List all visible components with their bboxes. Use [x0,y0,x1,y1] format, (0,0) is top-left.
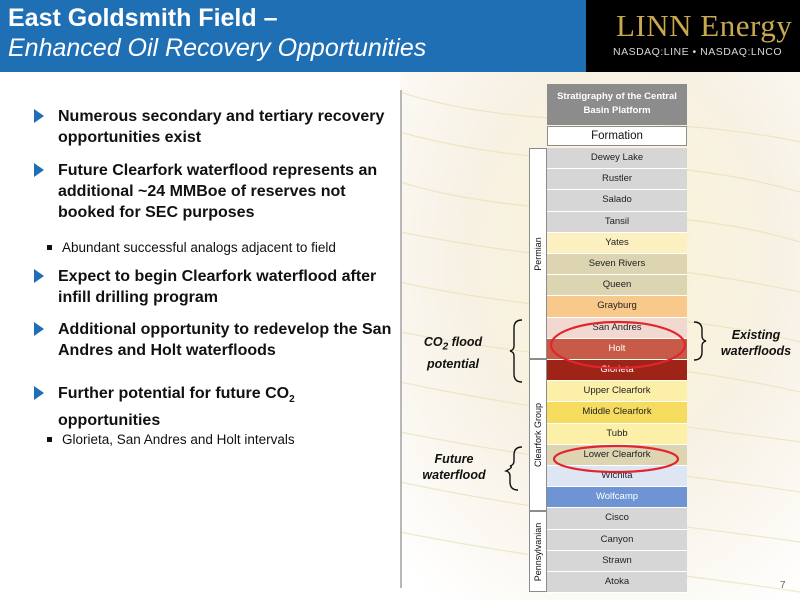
formation-name: Cisco [605,512,629,524]
formation-name: Salado [602,194,632,206]
bullet-arrow-icon [34,322,44,336]
co2-flood-label: CO2 flood potential [410,334,496,372]
bullet-text: Additional opportunity to redevelop the … [58,321,392,359]
bullet-arrow-icon [34,386,44,400]
co2-subscript: 2 [289,394,295,406]
vertical-divider [400,90,402,588]
bullet-text: Numerous secondary and tertiary recovery… [58,108,385,146]
sub-bullet-text: Abundant successful analogs adjacent to … [62,240,336,255]
future-text: Future [434,452,474,466]
formation-name: Lower Clearfork [583,448,651,460]
existing-text: Existing [731,328,781,342]
slide-title-line1: East Goldsmith Field – [8,4,278,32]
formation-name: Strawn [602,554,632,566]
formation-name: Queen [602,279,632,291]
bullet-text: Future Clearfork waterflood represents a… [58,162,378,221]
formation-name: Dewey Lake [590,152,644,163]
bullet-arrow-icon [34,163,44,177]
formation-layer: Canyon [547,529,687,551]
formation-layer: Strawn [547,550,687,572]
potential-text: potential [426,356,480,371]
formation-layer: Upper Clearfork [547,381,687,403]
formation-name: Grayburg [597,300,637,312]
title-bar: East Goldsmith Field – Enhanced Oil Reco… [0,0,800,72]
existing-highlight-ellipse [549,320,687,370]
formation-layer: Holt [547,338,687,360]
slide-title-line2: Enhanced Oil Recovery Opportunities [8,34,427,62]
formation-header: Formation [547,126,687,146]
formation-layer: Middle Clearfork [547,402,687,424]
formation-name: Seven Rivers [588,258,646,269]
future-waterflood-label: Future waterflood [412,451,496,483]
slide-title: East Goldsmith Field – Enhanced Oil Reco… [8,3,426,63]
formation-name: Tansil [604,215,630,227]
formation-layer: Yates [547,232,687,254]
sub-bullet-square-icon [47,437,52,442]
logo-ticker: NASDAQ:LINE • NASDAQ:LNCO [613,46,783,58]
formation-layer: Lower Clearfork [547,444,687,466]
formation-name: San Andres [592,321,642,333]
co2-bracket [509,319,523,383]
formation-name: Wolfcamp [595,491,639,503]
formation-layer: San Andres [547,317,687,339]
formation-layer: Seven Rivers [547,254,687,276]
formation-name: Tubb [606,427,628,439]
bullet-text: Further potential for future CO2 opportun… [58,383,398,431]
formation-layer: Wichita [547,466,687,488]
group-pennsylvanian: Pennsylvanian [529,511,547,592]
logo-name: LINN Energy [616,8,793,43]
formation-layer: Tubb [547,423,687,445]
formation-layer: Dewey Lake [547,148,687,170]
co2-sub: 2 [442,341,449,353]
formation-layer: Cisco [547,508,687,530]
formation-layer: Queen [547,275,687,297]
formation-layer: Rustler [547,169,687,191]
formation-layer: Tansil [547,211,687,233]
group-clearfork: Clearfork Group [529,359,547,511]
sub-bullet-square-icon [47,245,52,250]
future-highlight-ellipse [552,444,680,474]
formation-layer: Atoka [547,572,687,594]
sub-bullet-item: Glorieta, San Andres and Holt intervals [47,431,402,448]
co2-text: CO [423,335,443,349]
flood-text: flood [448,335,483,349]
formation-layer: Wolfcamp [547,487,687,509]
existing-waterfloods-label: Existing waterfloods [712,327,800,359]
sub-bullet-text: Glorieta, San Andres and Holt intervals [62,432,295,447]
formation-name: Atoka [604,576,630,587]
company-logo: LINN Energy NASDAQ:LINE • NASDAQ:LNCO [586,0,800,72]
stratigraphy-title: Stratigraphy of the Central Basin Platfo… [547,84,687,125]
waterfloods-text: waterfloods [720,344,792,358]
future-bracket [503,446,523,491]
formation-name: Middle Clearfork [582,406,652,418]
formation-name: Rustler [601,173,633,185]
bullet-text: Expect to begin Clearfork waterflood aft… [58,268,377,306]
formation-name: Canyon [600,533,634,545]
bullet-text-opportunities: opportunities [58,412,161,430]
bullet-arrow-icon [34,269,44,283]
waterflood-text: waterflood [422,468,486,482]
group-permian: Permian [529,148,547,359]
existing-bracket [693,321,707,361]
formation-name: Wichita [601,470,633,481]
bullet-text-co2: Further potential for future CO [58,385,290,402]
formation-layer: Salado [547,190,687,212]
formation-name: Yates [605,236,629,248]
formation-layer: Grayburg [547,296,687,318]
page-number: 7 [780,580,786,591]
formation-name: Holt [608,342,626,354]
formation-name: Upper Clearfork [583,385,651,397]
sub-bullet-item: Abundant successful analogs adjacent to … [47,239,402,256]
bullet-arrow-icon [34,109,44,123]
formation-name: Glorieta [600,364,634,375]
